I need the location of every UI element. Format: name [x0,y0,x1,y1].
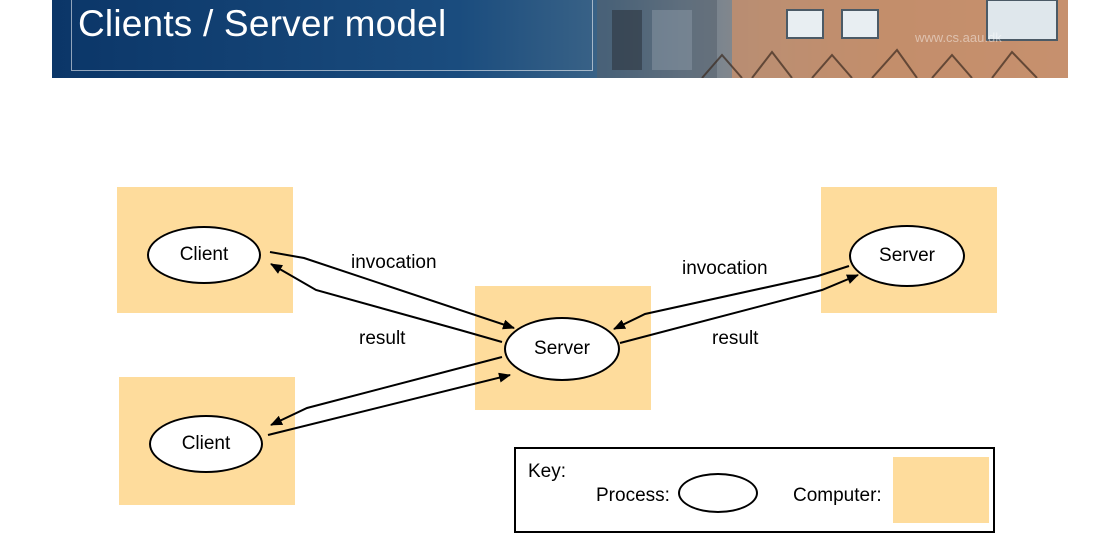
key-title: Key: [528,461,567,482]
label-result-left: result [359,328,406,349]
title-frame [71,0,593,71]
key-process-ellipse [678,473,758,513]
arrow-invocation-right [619,274,859,344]
key-process-label: Process: [596,485,670,506]
arrow-result-right [613,265,850,330]
process-server-center: Server [504,317,620,381]
header-banner: Clients / Server model www.cs.aau.dk [52,0,1068,78]
process-client-top: Client [147,226,261,284]
label-invocation-right: invocation [682,258,768,279]
process-label: Server [534,338,590,359]
label-invocation-left: invocation [351,252,437,273]
process-client-bottom: Client [149,415,263,473]
process-label: Server [879,245,935,266]
process-label: Client [179,244,229,265]
arrow-invocation-left-top [269,251,515,330]
arrow-result-left-top [270,263,503,343]
label-result-right: result [712,328,759,349]
key-computer-label: Computer: [793,485,882,506]
arrow-invocation-left-bottom [267,372,511,436]
page-title: Clients / Server model [78,3,447,44]
process-server-right: Server [849,225,965,287]
process-label: Client [181,433,231,454]
key-legend: Key: Process: Computer: [514,447,995,533]
banner-building-photo [597,0,1068,78]
key-computer-box [893,457,989,523]
watermark: www.cs.aau.dk [915,30,1002,45]
arrow-result-left-bottom [270,356,503,426]
